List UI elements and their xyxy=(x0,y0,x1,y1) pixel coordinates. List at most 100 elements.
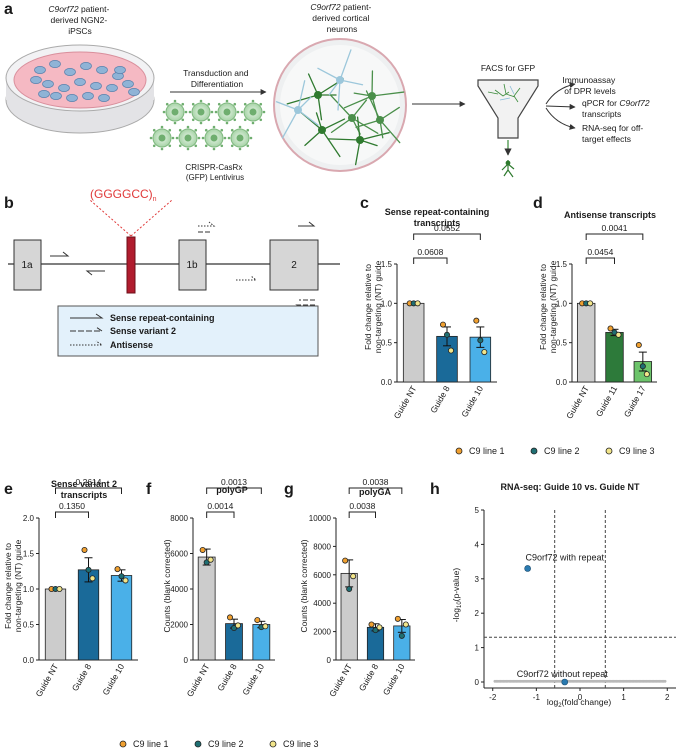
data-point xyxy=(230,625,237,632)
exon-1b xyxy=(178,239,207,291)
cell-1 xyxy=(49,60,61,68)
virus-spike xyxy=(181,102,185,106)
x-tick-label: Guide 10 xyxy=(100,662,126,697)
p-value-label: 0.0041 xyxy=(602,223,628,233)
exon-1a xyxy=(13,239,42,291)
virus-spike xyxy=(201,136,205,140)
virus-spike xyxy=(243,102,247,106)
virus-spike xyxy=(204,128,208,132)
neurite xyxy=(359,132,390,141)
virus-spike xyxy=(225,99,229,103)
transduction-label: Transduction and Differentiation xyxy=(183,68,251,89)
virus-spike xyxy=(149,136,153,140)
virus-particle-1 xyxy=(188,99,214,125)
y-tick-label: 0 xyxy=(475,678,480,687)
ipsc-label: C9orf72 patient- derived NGN2- iPSCs xyxy=(48,4,111,36)
legend-sense-repeat: Sense repeat-containing xyxy=(110,313,215,323)
neurite xyxy=(330,117,353,134)
neurite xyxy=(321,118,346,131)
data-point xyxy=(207,556,214,563)
neuron-dish-illustration xyxy=(273,38,407,172)
cell-15 xyxy=(98,94,110,102)
panel-letter-c: c xyxy=(360,195,369,212)
virus-core xyxy=(171,108,179,116)
virus-spike xyxy=(240,110,244,114)
highlight-point xyxy=(524,565,531,572)
cell-16 xyxy=(50,92,62,100)
neurite xyxy=(371,91,405,97)
virus-spike xyxy=(168,144,172,148)
data-point xyxy=(639,363,646,370)
virus-spike xyxy=(171,136,175,140)
legend-dot xyxy=(605,447,613,455)
virus-spike xyxy=(152,128,156,132)
bar-guide-10 xyxy=(110,575,133,661)
panel-letter-f: f xyxy=(146,481,152,498)
virus-spike xyxy=(162,110,166,114)
facs-funnel-icon xyxy=(477,79,539,178)
panel-f: f polyGP Counts (blank corrected) 020004… xyxy=(146,477,275,699)
neurite xyxy=(339,49,352,81)
virus-spike xyxy=(184,110,188,114)
bar-guide-11 xyxy=(605,332,624,383)
comparison-bracket xyxy=(413,257,448,264)
y-tick-label: 0.5 xyxy=(23,621,35,630)
panel-letter-a: a xyxy=(4,1,13,18)
virus-spike xyxy=(238,125,242,129)
output-rnaseq: RNA-seq for off- target effects xyxy=(582,123,646,144)
annotation-with-repeat: C9orf72 with repeat xyxy=(525,552,604,562)
p-value-label: 0.0038 xyxy=(363,477,389,487)
neuron-soma-4 xyxy=(318,126,326,134)
y-tick-label: 1.0 xyxy=(556,299,568,308)
chart-f-ylabel: Counts (blank corrected) xyxy=(162,539,172,632)
x-tick-label: 0 xyxy=(578,693,583,702)
gene-point xyxy=(663,679,667,683)
panel-b: b 1a 1b 2 (GGGGCC)n Sense repeat- xyxy=(4,187,340,357)
data-point xyxy=(394,615,401,622)
virus-spike xyxy=(152,144,156,148)
virus-particle-2 xyxy=(214,99,240,125)
neuron-soma-0 xyxy=(314,91,322,99)
virus-spike xyxy=(160,147,164,151)
virus-spike xyxy=(236,110,240,114)
virus-spike xyxy=(204,144,208,148)
y-tick-label: 1.5 xyxy=(23,550,35,559)
data-point xyxy=(447,347,454,354)
virus-spike xyxy=(188,110,192,114)
panel-c: c Sense repeat-containing transcripts Fo… xyxy=(360,195,497,421)
comparison-bracket xyxy=(585,257,615,264)
neurite xyxy=(321,129,341,158)
legend-label: C9 line 3 xyxy=(619,446,655,456)
virus-spike xyxy=(214,110,218,114)
facs-label: FACS for GFP xyxy=(481,63,536,73)
bar-guide-nt xyxy=(44,588,67,661)
virus-spike xyxy=(199,121,203,125)
annotation-without-repeat: C9orf72 without repeat xyxy=(517,669,609,679)
virus-spike xyxy=(249,136,253,140)
y-tick-label: 1.0 xyxy=(381,299,393,308)
virus-spike xyxy=(246,128,250,132)
comparison-bracket xyxy=(206,511,235,518)
bar-guide-nt xyxy=(576,302,596,383)
cell-6 xyxy=(42,80,54,88)
virus-spike xyxy=(223,136,227,140)
bar-guide-nt xyxy=(402,302,425,383)
data-point xyxy=(56,586,63,593)
virus-core xyxy=(236,134,244,142)
virus-spike xyxy=(217,118,221,122)
virus-core xyxy=(223,108,231,116)
y-tick-label: 0.0 xyxy=(381,378,393,387)
x-tick-label: Guide NT xyxy=(185,662,212,699)
virus-spike xyxy=(225,121,229,125)
neuron-soma-6 xyxy=(356,136,364,144)
virus-spike xyxy=(238,147,242,151)
x-tick-label: 1 xyxy=(621,693,626,702)
y-tick-label: 2000 xyxy=(313,628,331,637)
y-tick-label: 5 xyxy=(475,506,480,515)
neurite xyxy=(286,94,319,105)
repeat-callout-left xyxy=(89,199,132,237)
data-point xyxy=(342,557,349,564)
